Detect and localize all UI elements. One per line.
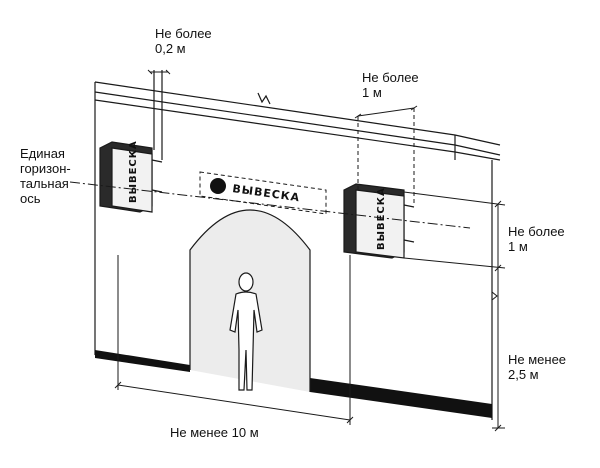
center-wall-sign <box>199 171 327 215</box>
person-silhouette-icon <box>229 272 263 391</box>
label-bottom-width: Не менее 10 м <box>170 425 259 440</box>
label-axis-line2: горизон- <box>20 161 71 176</box>
left-projecting-sign <box>99 70 163 213</box>
label-clearance-line1: Не менее <box>508 352 567 367</box>
horizontal-axis-line <box>69 181 471 229</box>
label-right-height-limit: Не более 1 м <box>508 224 565 254</box>
dim-top-left <box>147 69 171 75</box>
round-logo-icon <box>210 178 226 194</box>
dim-clearance <box>491 268 505 432</box>
label-top-left-line1: Не более <box>155 26 212 41</box>
label-top-left-line2: 0,2 м <box>155 41 186 56</box>
label-horizontal-axis: Единая горизон- тальная ось <box>20 146 71 206</box>
right-sign-text: ВЫВЕСКА <box>376 187 387 250</box>
label-right-height-line1: Не более <box>508 224 565 239</box>
label-top-right-limit: Не более 1 м <box>362 70 419 100</box>
dim-right-height <box>403 191 506 272</box>
right-projecting-sign <box>343 183 415 259</box>
label-axis-line1: Единая <box>20 146 65 161</box>
label-clearance-line2: 2,5 м <box>508 367 539 382</box>
base-plinth-right <box>310 378 492 418</box>
label-axis-line3: тальная <box>20 176 69 191</box>
base-plinth-left <box>95 350 190 372</box>
dim-top-right <box>354 105 418 206</box>
label-clearance: Не менее 2,5 м <box>508 352 566 382</box>
left-sign-text: ВЫВЕСКА <box>128 140 139 203</box>
label-top-left-limit: Не более 0,2 м <box>155 26 212 56</box>
label-axis-line4: ось <box>20 191 41 206</box>
label-top-right-line1: Не более <box>362 70 419 85</box>
center-sign-text: ВЫВЕСКА <box>232 182 301 204</box>
label-top-right-line2: 1 м <box>362 85 382 100</box>
dim-bottom-width <box>114 255 354 425</box>
label-right-height-line2: 1 м <box>508 239 528 254</box>
